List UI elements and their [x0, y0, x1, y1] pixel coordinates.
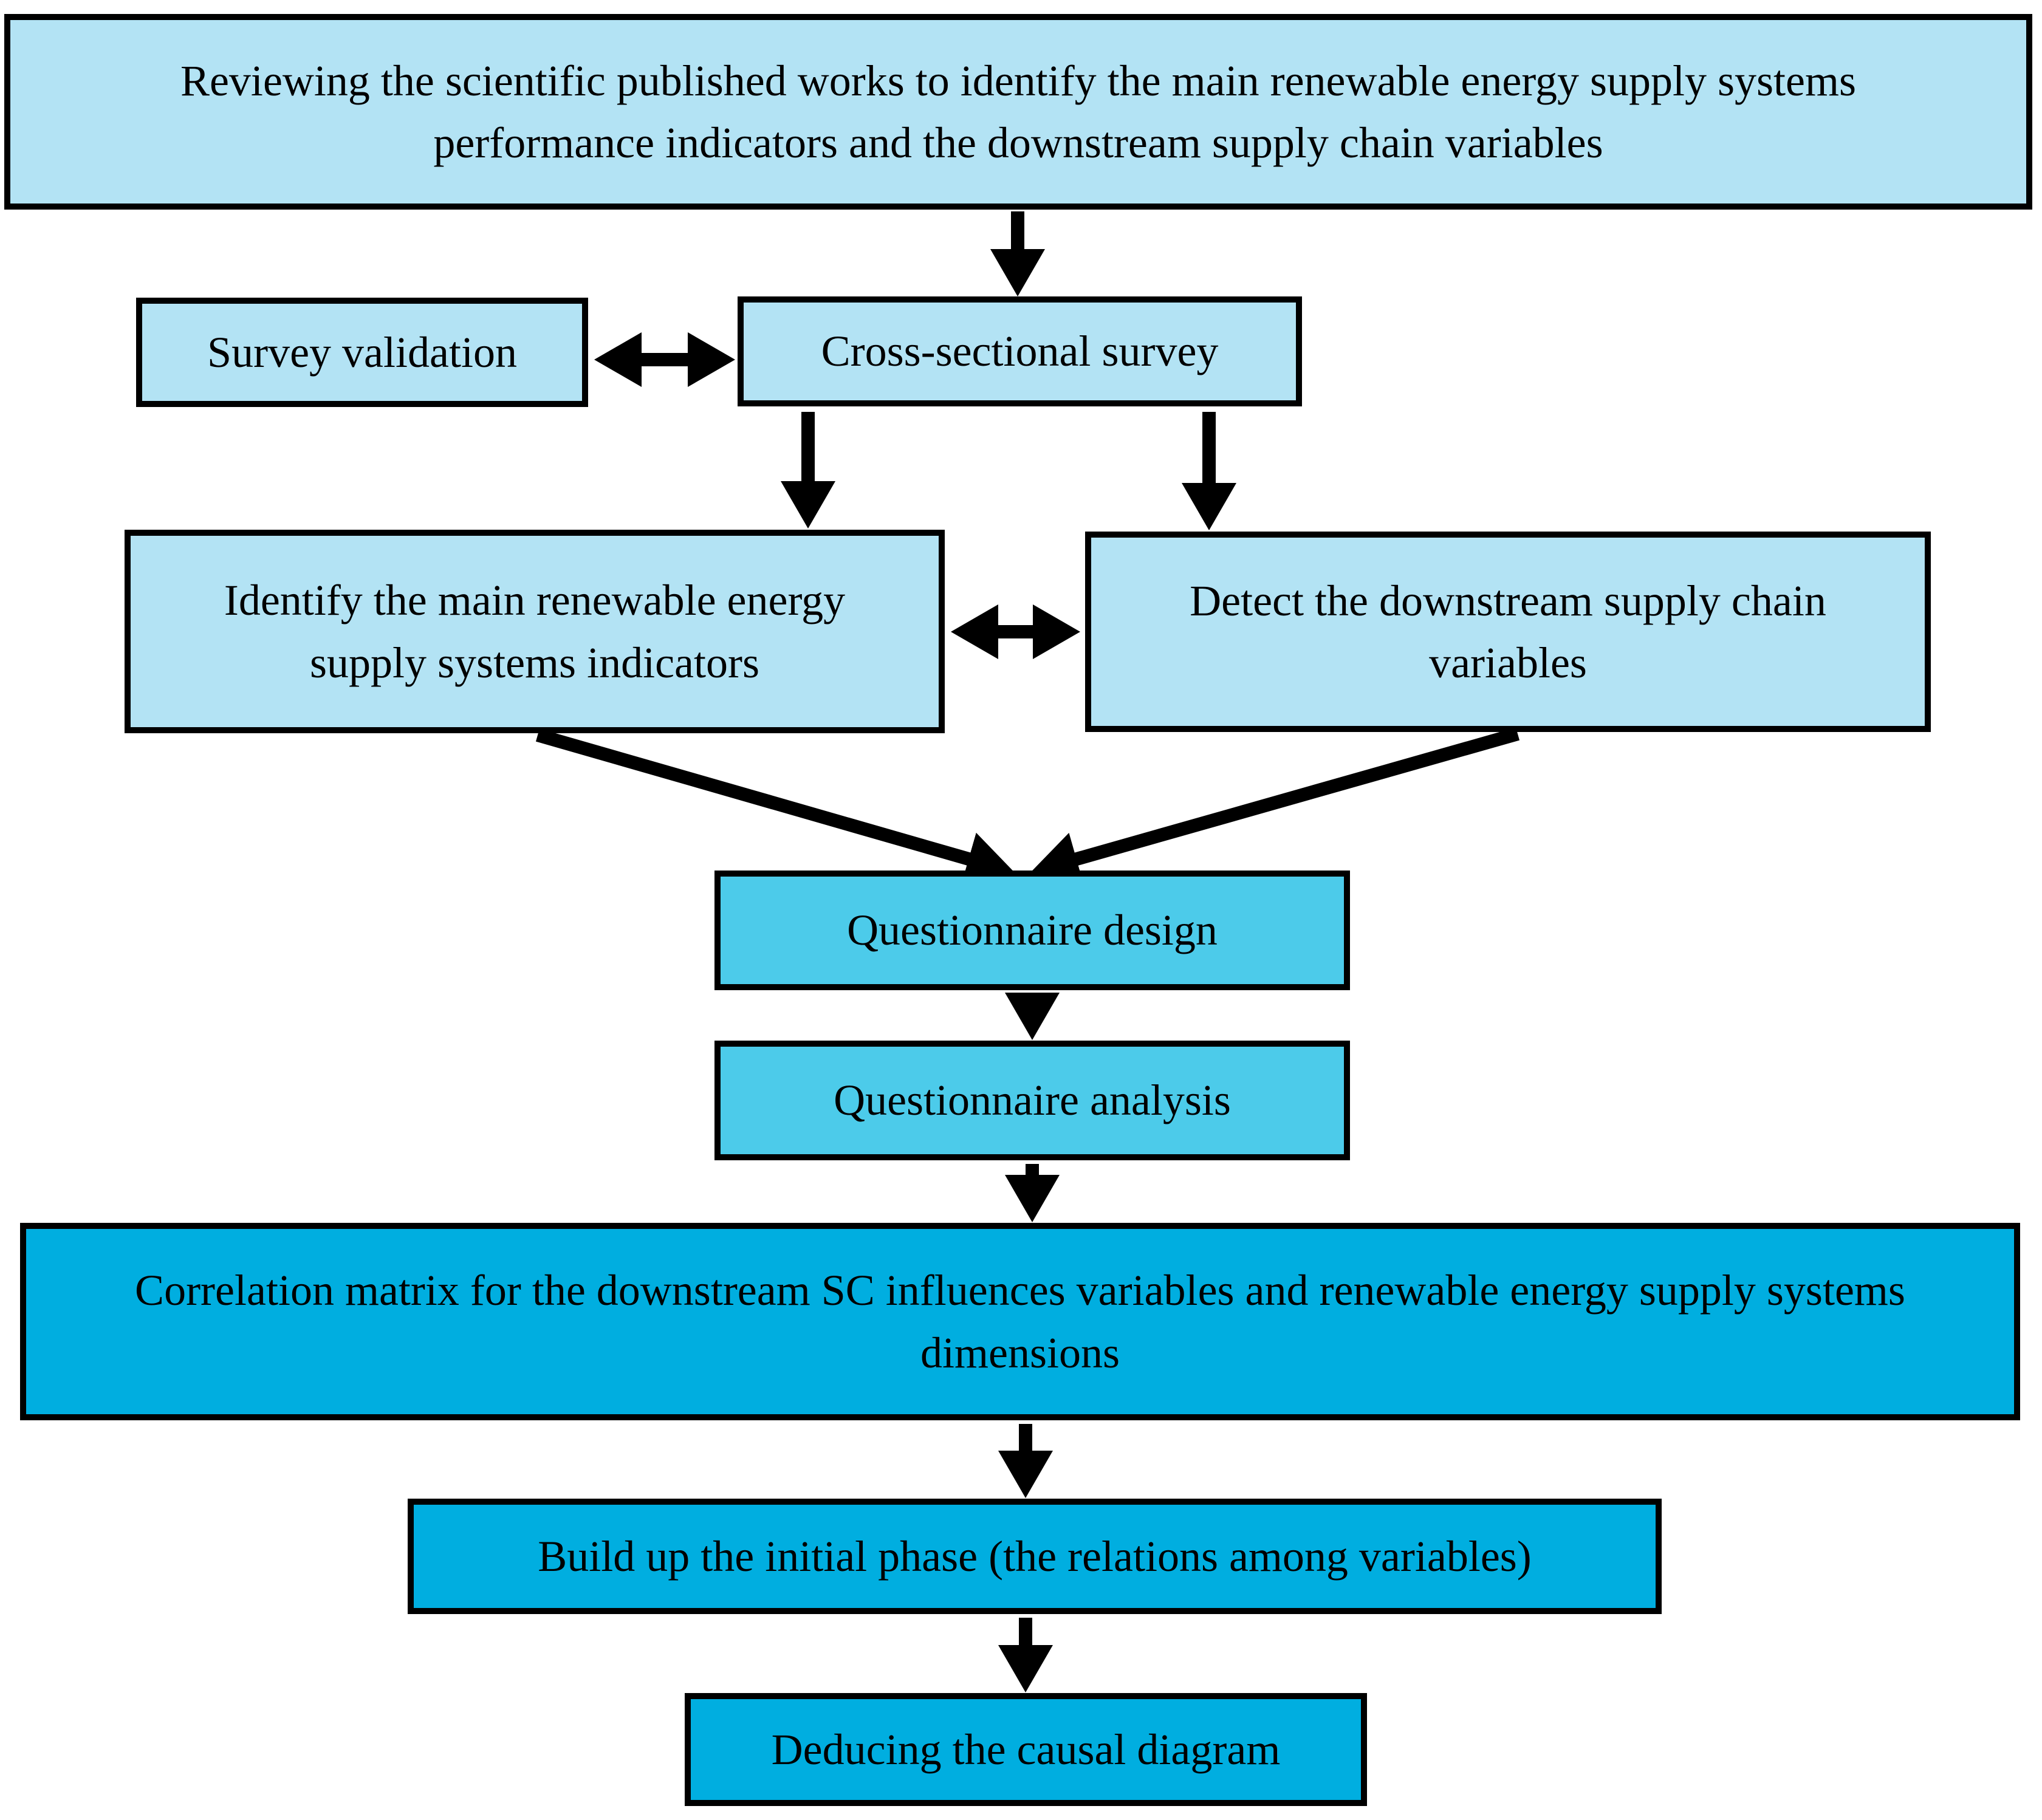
- node-identify-indicators-label: Identify the main renewable energy suppl…: [224, 576, 846, 687]
- node-deduce-causal-diagram-label: Deducing the causal diagram: [771, 1725, 1281, 1774]
- node-identify-indicators: Identify the main renewable energy suppl…: [125, 530, 945, 733]
- node-cross-sectional-survey-label: Cross-sectional survey: [821, 327, 1219, 376]
- node-cross-sectional-survey: Cross-sectional survey: [738, 296, 1302, 406]
- node-build-initial-phase-label: Build up the initial phase (the relation…: [538, 1531, 1532, 1581]
- node-correlation-matrix: Correlation matrix for the downstream SC…: [20, 1223, 2020, 1420]
- node-detect-variables-label: Detect the downstream supply chain varia…: [1190, 576, 1826, 687]
- node-correlation-matrix-label: Correlation matrix for the downstream SC…: [135, 1266, 1905, 1377]
- arrow-identify-to-questionnaire-design: [535, 728, 1015, 886]
- node-build-initial-phase: Build up the initial phase (the relation…: [408, 1499, 1662, 1614]
- node-questionnaire-design-label: Questionnaire design: [847, 906, 1218, 955]
- node-questionnaire-analysis-label: Questionnaire analysis: [834, 1076, 1231, 1125]
- arrow-detect-to-questionnaire-design: [1030, 727, 1520, 886]
- node-survey-validation: Survey validation: [136, 298, 588, 407]
- node-review-published-works: Reviewing the scientific published works…: [4, 14, 2032, 210]
- node-deduce-causal-diagram: Deducing the causal diagram: [685, 1693, 1367, 1806]
- node-questionnaire-design: Questionnaire design: [714, 871, 1350, 990]
- node-detect-variables: Detect the downstream supply chain varia…: [1085, 532, 1931, 732]
- node-survey-validation-label: Survey validation: [207, 327, 517, 377]
- node-questionnaire-analysis: Questionnaire analysis: [714, 1041, 1350, 1160]
- node-review-label: Reviewing the scientific published works…: [180, 56, 1857, 167]
